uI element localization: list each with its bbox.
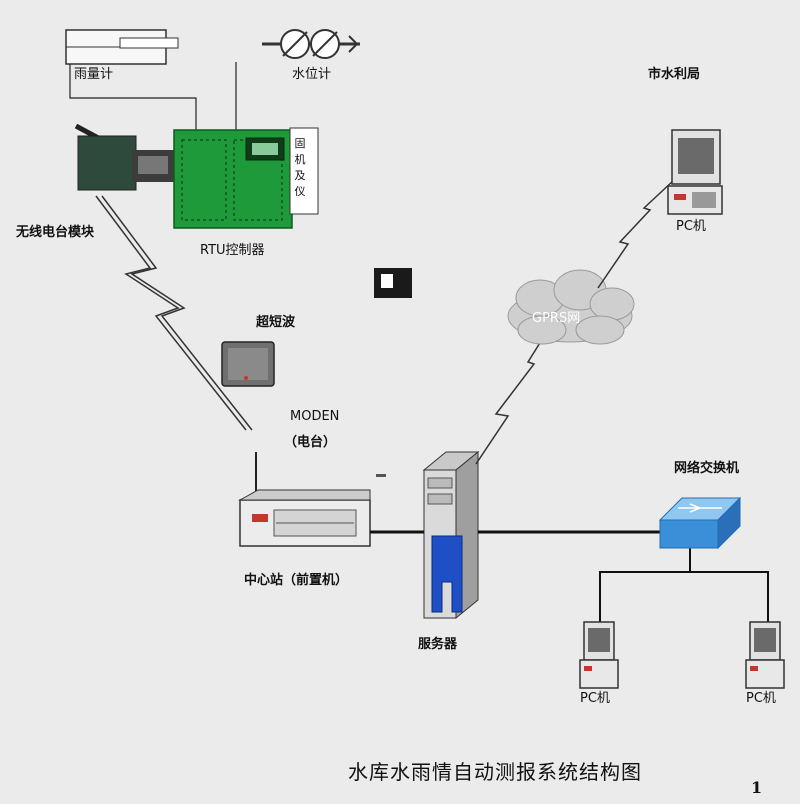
- gauge-connection-lines: [69, 62, 237, 130]
- pc-bureau-label: PC机: [676, 219, 706, 234]
- pc-left-icon: [579, 621, 619, 689]
- radio-link-lightning: [95, 195, 253, 431]
- modem-label: MODEN: [290, 409, 340, 424]
- pc-left-label: PC机: [580, 691, 610, 706]
- rtu-controller-icon: [173, 129, 293, 229]
- pc-right-label: PC机: [746, 691, 776, 706]
- server-label: 服务器: [418, 637, 458, 652]
- page-number: 1: [751, 778, 763, 797]
- water-level-gauge-label: 水位计: [292, 67, 332, 82]
- radio-transceiver-icon: [374, 268, 412, 298]
- modem-sub-label: （电台）: [284, 435, 337, 450]
- rain-gauge-icon: [65, 29, 179, 65]
- network-switch-icon: [658, 496, 742, 550]
- diagram-title: 水库水雨情自动测报系统结构图: [348, 760, 642, 784]
- fixed-instruments-box: [289, 127, 319, 215]
- fixed-instruments-label: 固机及仪: [294, 137, 306, 198]
- gprs-network-label: GPRS网: [532, 311, 581, 326]
- wireless-radio-module-icon: [74, 123, 176, 191]
- ultrashort-wave-device-icon: [221, 341, 275, 387]
- network-switch-label: 网络交换机: [674, 461, 740, 476]
- rtu-controller-label: RTU控制器: [200, 243, 265, 258]
- central-station-icon: [238, 452, 371, 547]
- gprs-cloud-icon: [507, 269, 635, 345]
- bureau-link-lightning: [597, 179, 675, 289]
- ultrashort-wave-label: 超短波: [256, 315, 296, 330]
- wireless-radio-module-label: 无线电台模块: [16, 225, 95, 240]
- pc-bureau-icon: [667, 129, 723, 215]
- divider-mark: [376, 474, 386, 477]
- switch-to-pc-lines: [599, 548, 769, 625]
- water-level-gauge-icon: [262, 29, 360, 59]
- pc-right-icon: [745, 621, 785, 689]
- gprs-link-lightning: [475, 329, 549, 465]
- rain-gauge-label: 雨量计: [74, 67, 114, 82]
- server-icon: [422, 450, 480, 620]
- city-water-bureau-label: 市水利局: [648, 67, 701, 82]
- central-station-label: 中心站（前置机）: [244, 573, 349, 588]
